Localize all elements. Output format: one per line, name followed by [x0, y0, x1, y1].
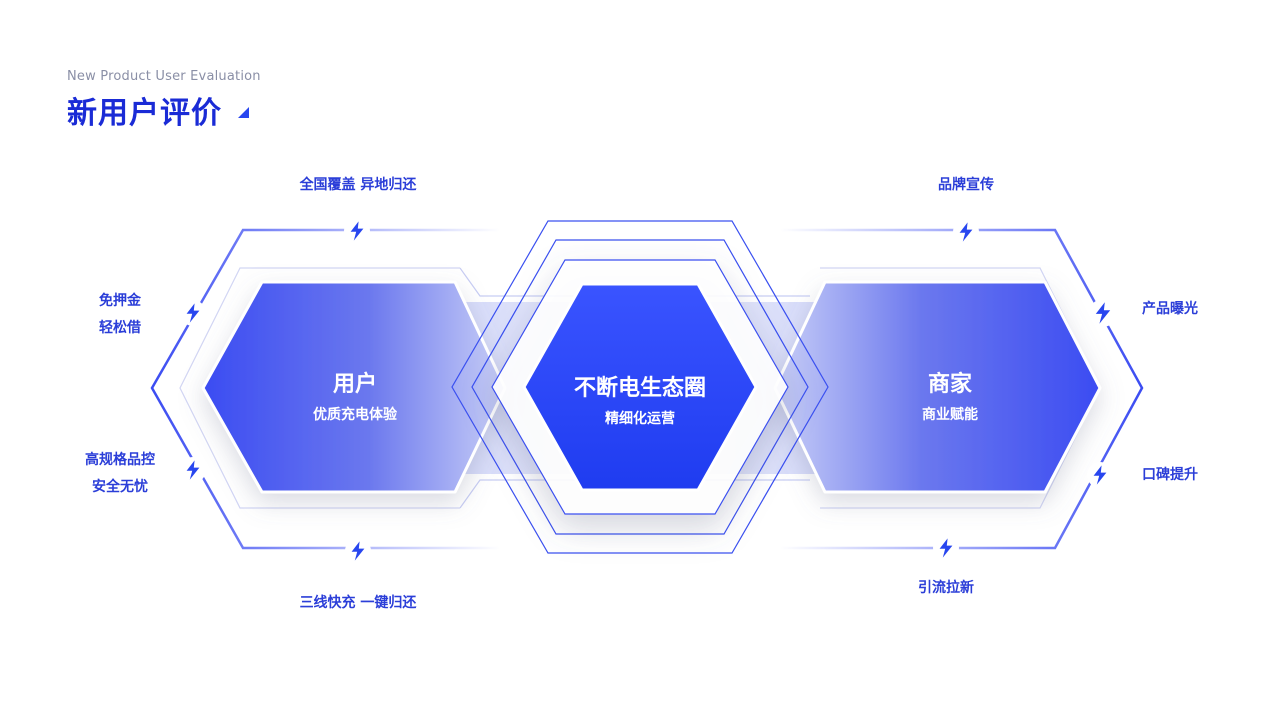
label-right-lower: 口碑提升	[1142, 467, 1198, 483]
lightning-icon	[1087, 462, 1113, 488]
center-hexagon-text: 不断电生态圈 精细化运营	[540, 370, 740, 428]
right-subtitle: 商业赋能	[922, 407, 978, 423]
left-outer-bracket	[150, 228, 500, 550]
lightning-icon	[953, 219, 979, 245]
lightning-icon	[933, 535, 959, 561]
page-title: 新用户评价	[67, 96, 222, 131]
lightning-icon	[180, 300, 206, 326]
lightning-icon	[344, 218, 370, 244]
label-left-upper: 免押金 轻松借	[70, 288, 170, 342]
label-left-upper-line1: 免押金	[99, 293, 141, 309]
label-left-upper-line2: 轻松借	[99, 320, 141, 336]
page-subtitle: New Product User Evaluation	[67, 69, 261, 84]
left-thin-ring	[179, 267, 460, 509]
center-ring-middle	[471, 239, 809, 535]
left-subtitle: 优质充电体验	[313, 407, 397, 423]
label-right-upper: 产品曝光	[1142, 301, 1198, 317]
right-hexagon-text: 商家 商业赋能	[850, 366, 1050, 424]
left-hexagon	[201, 280, 507, 494]
label-bottom-left: 三线快充 一键归还	[299, 595, 417, 611]
label-left-lower-line2: 安全无忧	[92, 479, 148, 495]
label-top-right: 品牌宣传	[938, 177, 994, 193]
lightning-icon	[1089, 299, 1117, 327]
lightning-icon	[345, 538, 371, 564]
lightning-icon	[180, 457, 206, 483]
label-left-lower-line1: 高规格品控	[85, 452, 155, 468]
right-title: 商家	[927, 372, 972, 397]
center-hexagon	[522, 282, 758, 492]
center-subtitle: 精细化运营	[605, 411, 675, 427]
label-top-left: 全国覆盖 异地归还	[299, 177, 417, 193]
title-corner-mark	[238, 107, 249, 118]
label-left-lower: 高规格品控 安全无忧	[70, 447, 170, 501]
left-hexagon-text: 用户 优质充电体验	[255, 366, 455, 424]
left-title: 用户	[332, 372, 377, 397]
center-ring-outer	[451, 220, 829, 554]
label-bottom-right: 引流拉新	[918, 580, 974, 596]
center-title: 不断电生态圈	[573, 376, 706, 401]
